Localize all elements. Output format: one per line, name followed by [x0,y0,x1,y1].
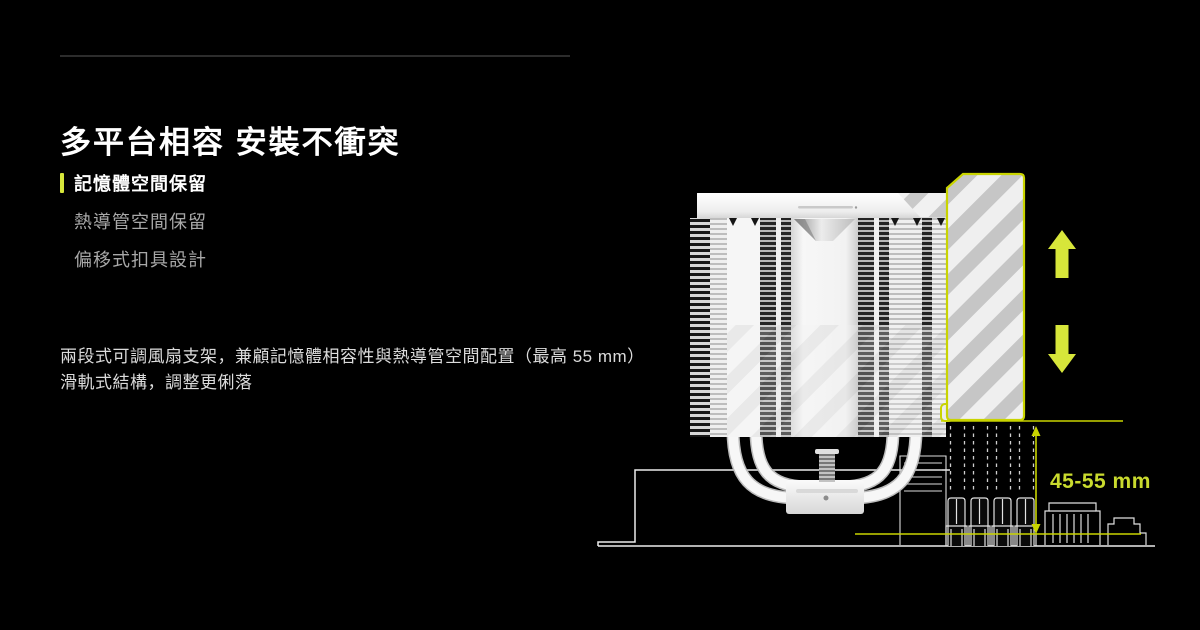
feature-bar-spacer [60,211,64,231]
base-cross-bar [796,489,858,493]
description-line-1: 兩段式可調風扇支架，兼顧記憶體相容性與熱導管空間配置（最高 55 mm） [60,347,645,366]
ram-clearance-dashes [949,426,1035,493]
highlighted-fan [945,172,1026,422]
description: 兩段式可調風扇支架，兼顧記憶體相容性與熱導管空間配置（最高 55 mm） 滑軌式… [60,344,645,396]
down-arrow-icon [1048,325,1076,373]
ram-module [968,497,991,547]
left-fin-edge [690,218,710,437]
dimension-arrowhead-up [1031,426,1041,436]
description-line-2: 滑軌式結構，調整更俐落 [60,373,253,392]
feature-active-bar [60,173,64,193]
vrm-outline [899,455,947,545]
page-title: 多平台相容 安裝不衝突 [60,124,401,160]
dimension-label: 45-55 mm [1050,470,1151,493]
feature-item-label: 熱導管空間保留 [74,212,207,232]
clearance-annotations [855,420,1141,535]
top-plate-hatch [898,193,946,217]
chipset-outline [1044,502,1101,545]
reflection-stripes [727,325,946,437]
ram-module [991,497,1014,547]
feature-item-offset-bracket[interactable]: 偏移式扣具設計 [60,246,207,272]
highlighted-fan-group [940,172,1026,422]
feature-bar-spacer [60,249,64,269]
io-connector-outline [1107,517,1147,545]
feature-item-heatpipe-clearance[interactable]: 熱導管空間保留 [60,208,207,234]
feature-list: 記憶體空間保留 熱導管空間保留 偏移式扣具設計 [60,170,207,284]
dimension-arrowhead-down [1031,524,1041,534]
cooler-body [690,193,946,437]
ram-module [1014,497,1037,547]
mounting-screw [819,452,835,482]
adjustment-arrows [1048,230,1076,373]
cooler-top-plate [697,193,946,218]
up-arrow-icon [1048,230,1076,278]
fin-notches [729,218,945,226]
mounting-screw-flange [815,449,839,454]
feature-item-label: 記憶體空間保留 [74,174,207,194]
product-illustration: 45-55 mm [597,172,1155,547]
ram-modules [945,497,1037,547]
ram-module [945,497,968,547]
top-divider [60,55,570,57]
feature-item-label: 偏移式扣具設計 [74,250,207,270]
base-screw-dot [823,495,829,501]
fan-diamond [794,219,855,241]
feature-item-memory-clearance[interactable]: 記憶體空間保留 [60,170,207,196]
